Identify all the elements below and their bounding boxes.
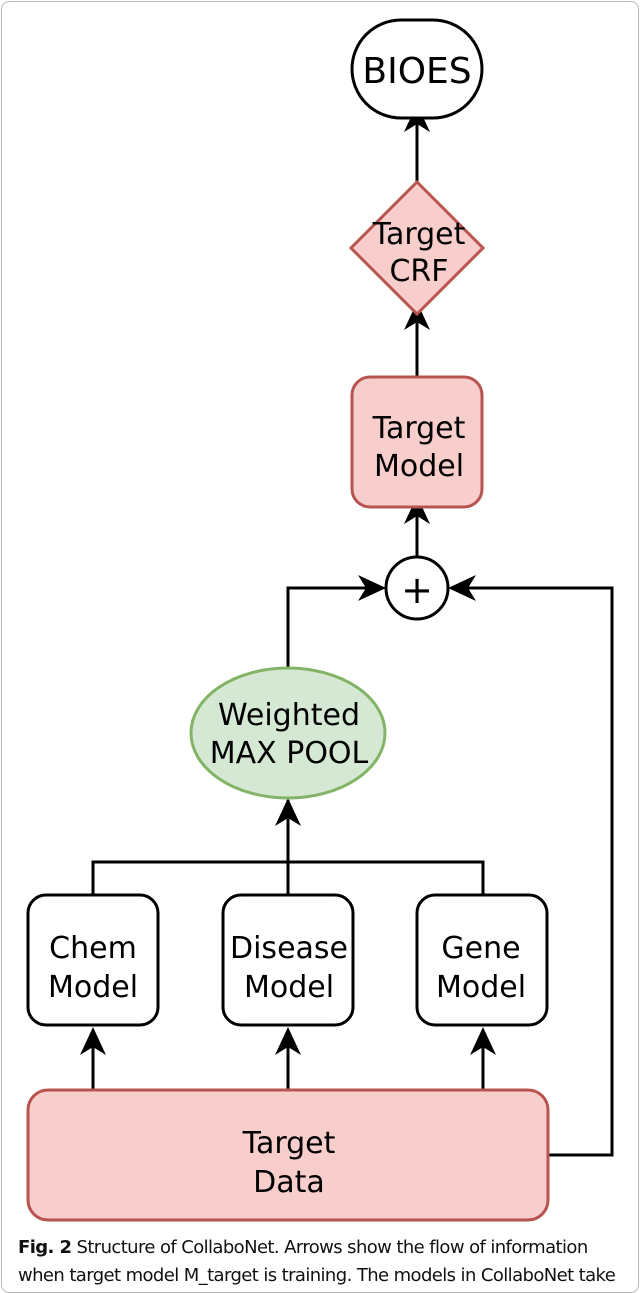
gene-model-line1: Gene bbox=[441, 931, 520, 966]
arrowhead-plus-left bbox=[358, 575, 386, 601]
arrowhead-pool bbox=[275, 798, 301, 826]
target-data-line1: Target bbox=[242, 1126, 336, 1161]
gene-model-node: Gene Model bbox=[415, 893, 549, 1027]
plus-icon: + bbox=[401, 568, 433, 612]
caption-label: Fig. 2 bbox=[18, 1237, 72, 1258]
target-model-node: Target Model bbox=[350, 375, 484, 509]
arrowhead-gene bbox=[470, 1027, 496, 1055]
bioes-label: BIOES bbox=[362, 51, 471, 92]
target-crf-node: Target CRF bbox=[348, 179, 486, 317]
caption-line1: Structure of CollaboNet. Arrows show the… bbox=[76, 1237, 589, 1258]
disease-model-line1: Disease bbox=[230, 931, 348, 966]
target-data-node: Target Data bbox=[26, 1088, 550, 1222]
target-model-line1: Target bbox=[372, 411, 466, 446]
max-pool-line1: Weighted bbox=[218, 698, 360, 733]
target-data-line2: Data bbox=[253, 1165, 325, 1200]
disease-model-node: Disease Model bbox=[221, 893, 355, 1027]
target-crf-line1: Target bbox=[372, 217, 466, 252]
disease-model-line2: Model bbox=[244, 970, 334, 1005]
arrowhead-chem bbox=[80, 1027, 106, 1055]
weighted-max-pool-node: Weighted MAX POOL bbox=[189, 666, 387, 800]
edge-pool-to-plus bbox=[286, 586, 380, 668]
arrowhead-target-model bbox=[404, 496, 430, 524]
max-pool-line2: MAX POOL bbox=[210, 736, 369, 771]
sum-node: + bbox=[384, 555, 450, 621]
edge-bus bbox=[91, 860, 485, 895]
chem-model-node: Chem Model bbox=[26, 893, 160, 1027]
figure-caption: Fig. 2 Structure of CollaboNet. Arrows s… bbox=[18, 1234, 628, 1290]
target-model-line2: Model bbox=[374, 449, 464, 484]
chem-model-line2: Model bbox=[48, 970, 138, 1005]
bioes-node: BIOES bbox=[350, 18, 484, 120]
chem-model-line1: Chem bbox=[49, 931, 137, 966]
caption-line2: when target model M_target is training. … bbox=[18, 1265, 616, 1286]
arrowhead-disease bbox=[275, 1027, 301, 1055]
gene-model-line2: Model bbox=[436, 970, 526, 1005]
target-crf-line2: CRF bbox=[389, 254, 448, 289]
arrowhead-plus-right bbox=[448, 575, 476, 601]
edge-data-to-plus bbox=[454, 586, 614, 1157]
